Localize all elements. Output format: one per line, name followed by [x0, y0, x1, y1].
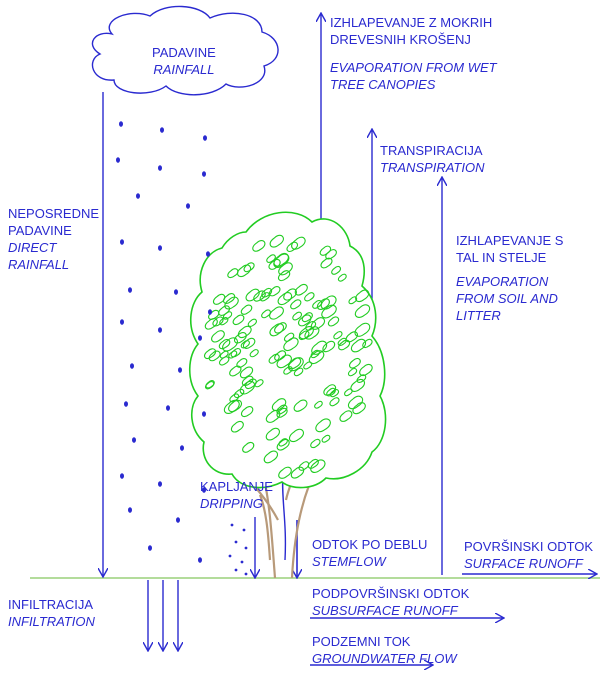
direct-rainfall-en-1: DIRECT: [8, 239, 99, 256]
subsurface-runoff-en: SUBSURFACE RUNOFF: [312, 602, 469, 619]
rainfall-label: PADAVINE RAINFALL: [152, 44, 216, 78]
drip-dot: [231, 524, 234, 527]
rain-drop: [202, 411, 206, 417]
rain-drop: [166, 405, 170, 411]
rain-drop: [119, 121, 123, 127]
infiltration-label: INFILTRACIJA INFILTRATION: [8, 596, 95, 630]
canopy-evaporation-sl-2: DREVESNIH KROŠENJ: [330, 31, 497, 48]
rain-drop: [120, 319, 124, 325]
surface-runoff-label: POVRŠINSKI ODTOK SURFACE RUNOFF: [464, 538, 593, 572]
soil-evaporation-sl-2: TAL IN STELJE: [456, 249, 563, 266]
canopy-evaporation-en-2: TREE CANOPIES: [330, 76, 497, 93]
rain-drop: [208, 309, 212, 315]
direct-rainfall-sl-2: PADAVINE: [8, 222, 99, 239]
dripping-label: KAPLJANJE DRIPPING: [200, 478, 273, 512]
transpiration-sl: TRANSPIRACIJA: [380, 142, 485, 159]
rain-drop: [174, 289, 178, 295]
rain-drop: [198, 557, 202, 563]
rain-drop: [132, 437, 136, 443]
soil-evaporation-label: IZHLAPEVANJE S TAL IN STELJE EVAPORATION…: [456, 232, 563, 324]
infiltration-sl: INFILTRACIJA: [8, 596, 95, 613]
rain-drop: [178, 367, 182, 373]
drip-dot: [243, 529, 246, 532]
rain-drop: [120, 473, 124, 479]
transpiration-en: TRANSPIRATION: [380, 159, 485, 176]
rain-drop: [158, 327, 162, 333]
groundwater-flow-label: PODZEMNI TOK GROUNDWATER FLOW: [312, 633, 457, 667]
soil-evaporation-en-1: EVAPORATION: [456, 273, 563, 290]
rain-drop: [202, 171, 206, 177]
rainfall-label-en: RAINFALL: [152, 61, 216, 78]
surface-runoff-en: SURFACE RUNOFF: [464, 555, 593, 572]
rain-drop: [128, 287, 132, 293]
surface-runoff-sl: POVRŠINSKI ODTOK: [464, 538, 593, 555]
rain-drop: [158, 481, 162, 487]
rain-drop: [203, 135, 207, 141]
direct-rainfall-label: NEPOSREDNE PADAVINE DIRECT RAINFALL: [8, 205, 99, 273]
drip-dot: [235, 569, 238, 572]
stemflow-label: ODTOK PO DEBLU STEMFLOW: [312, 536, 427, 570]
drip-dot: [241, 561, 244, 564]
rain-drop: [130, 363, 134, 369]
direct-rainfall-sl-1: NEPOSREDNE: [8, 205, 99, 222]
rain-drop: [136, 193, 140, 199]
rain-drop: [158, 245, 162, 251]
drip-dot: [245, 547, 248, 550]
canopy-evaporation-sl-1: IZHLAPEVANJE Z MOKRIH: [330, 14, 497, 31]
rain-drop: [124, 401, 128, 407]
soil-evaporation-en-3: LITTER: [456, 307, 563, 324]
rainfall-label-sl: PADAVINE: [152, 44, 216, 61]
canopy-evaporation-en-1: EVAPORATION FROM WET: [330, 59, 497, 76]
dripping-en: DRIPPING: [200, 495, 273, 512]
transpiration-label: TRANSPIRACIJA TRANSPIRATION: [380, 142, 485, 176]
groundwater-flow-en: GROUNDWATER FLOW: [312, 650, 457, 667]
rain-drop: [148, 545, 152, 551]
drip-dot: [229, 555, 232, 558]
rain-drop: [120, 239, 124, 245]
rain-drop: [180, 445, 184, 451]
subsurface-runoff-sl: PODPOVRŠINSKI ODTOK: [312, 585, 469, 602]
infiltration-en: INFILTRATION: [8, 613, 95, 630]
rain-drop: [116, 157, 120, 163]
drip-dot: [235, 541, 238, 544]
rain-drop: [176, 517, 180, 523]
soil-evaporation-sl-1: IZHLAPEVANJE S: [456, 232, 563, 249]
canopy-evaporation-label: IZHLAPEVANJE Z MOKRIH DREVESNIH KROŠENJ …: [330, 14, 497, 93]
rain-drop: [186, 203, 190, 209]
rain-drop: [198, 335, 202, 341]
direct-rainfall-en-2: RAINFALL: [8, 256, 99, 273]
subsurface-runoff-label: PODPOVRŠINSKI ODTOK SUBSURFACE RUNOFF: [312, 585, 469, 619]
soil-evaporation-en-2: FROM SOIL AND: [456, 290, 563, 307]
groundwater-flow-sl: PODZEMNI TOK: [312, 633, 457, 650]
stemflow-sl: ODTOK PO DEBLU: [312, 536, 427, 553]
rain-drop: [158, 165, 162, 171]
rain-drop: [128, 507, 132, 513]
rain-drop: [206, 251, 210, 257]
rain-drop: [160, 127, 164, 133]
drip-dots: [229, 524, 248, 576]
stemflow-en: STEMFLOW: [312, 553, 427, 570]
drip-dot: [245, 573, 248, 576]
dripping-sl: KAPLJANJE: [200, 478, 273, 495]
